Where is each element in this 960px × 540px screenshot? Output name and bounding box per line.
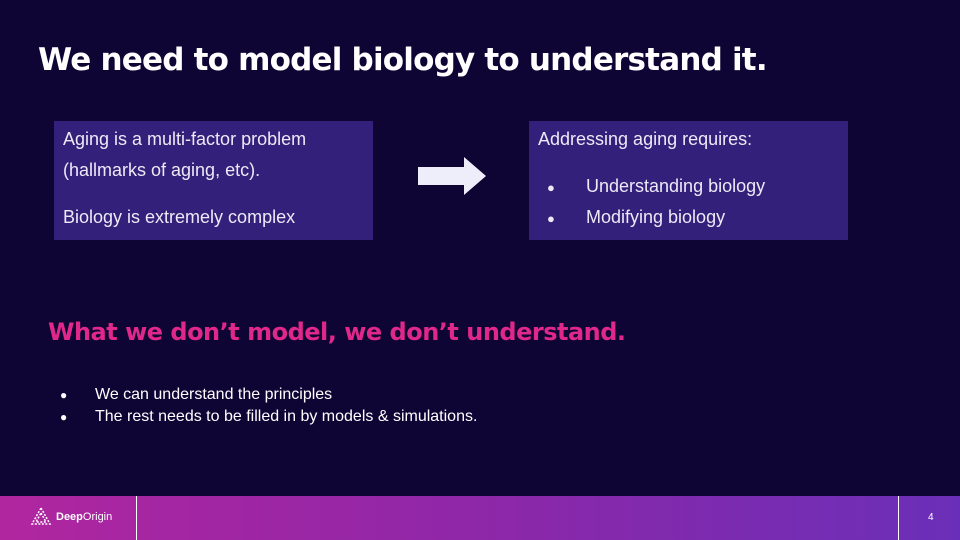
divider (898, 496, 899, 540)
list-item: ●The rest needs to be filled in by model… (60, 408, 478, 425)
logo-text-light: Origin (82, 511, 113, 523)
slide-subtitle: What we don’t model, we don’t understand… (48, 318, 626, 346)
right-arrow-icon (418, 157, 486, 195)
logo-icon (30, 506, 52, 525)
divider (136, 496, 137, 540)
list-item: ●Modifying biology (547, 207, 726, 227)
problem-box: Aging is a multi-factor problem (hallmar… (54, 121, 373, 240)
list-item: ●Understanding biology (547, 176, 766, 196)
problem-line: Biology is extremely complex (63, 207, 296, 227)
requirements-box: Addressing aging requires: ●Understandin… (529, 121, 848, 240)
problem-line: (hallmarks of aging, etc). (63, 160, 261, 180)
page-number: 4 (928, 512, 934, 523)
slide-title: We need to model biology to understand i… (38, 42, 768, 78)
footer: DeepOrigin 4 (0, 496, 960, 540)
problem-line: Aging is a multi-factor problem (63, 129, 307, 149)
deep-origin-logo: DeepOrigin (30, 506, 112, 528)
logo-text-bold: Deep (56, 511, 83, 523)
list-item: ●We can understand the principles (60, 386, 333, 403)
requirements-heading: Addressing aging requires: (538, 129, 753, 149)
